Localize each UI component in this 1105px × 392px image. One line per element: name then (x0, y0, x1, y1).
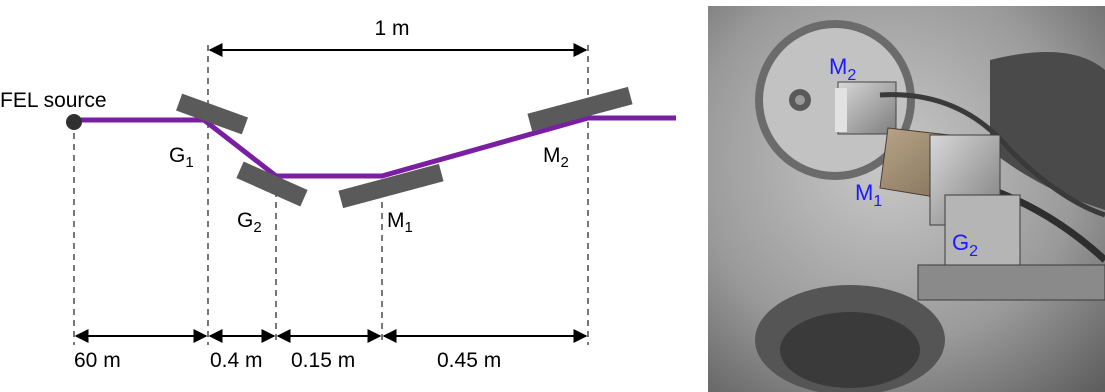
cable (879, 92, 1105, 218)
g1-grating (176, 93, 248, 135)
chamber-photo: M2 M1 G2 (708, 6, 1105, 392)
g1-label: G1 (169, 144, 194, 171)
total-span-label: 1 m (374, 17, 409, 40)
distance-label-source-g1: 60 m (74, 349, 121, 372)
m2-mount (837, 81, 897, 135)
g2-label: G2 (237, 209, 262, 236)
fel-source-marker (66, 114, 82, 130)
flange-bolt-center (795, 95, 805, 105)
m1-label: M1 (387, 209, 413, 236)
lower-stage (917, 264, 1105, 301)
distance-label-m1-m2: 0.45 m (437, 349, 501, 372)
beam-path (74, 115, 676, 179)
chamber-port-upper-right (990, 52, 1105, 210)
m2-mirror (527, 86, 633, 132)
m2-optic (835, 88, 847, 132)
reference-lines (73, 45, 589, 345)
m2-label: M2 (543, 144, 569, 171)
m1-mirror (338, 163, 444, 209)
schematic: 1 m FEL source G1 G2 M1 M2 60 m 0.4 m 0.… (0, 17, 676, 372)
g2-grating (236, 161, 308, 207)
chamber-port-lower-inner (780, 312, 920, 388)
distance-label-g2-m1: 0.15 m (291, 349, 355, 372)
photo-label-m2: M2 (829, 54, 856, 84)
photo-label-g2: G2 (952, 230, 978, 260)
photo-label-m1: M1 (855, 180, 882, 210)
fel-source-label: FEL source (0, 89, 107, 112)
distance-label-g1-g2: 0.4 m (210, 349, 263, 372)
